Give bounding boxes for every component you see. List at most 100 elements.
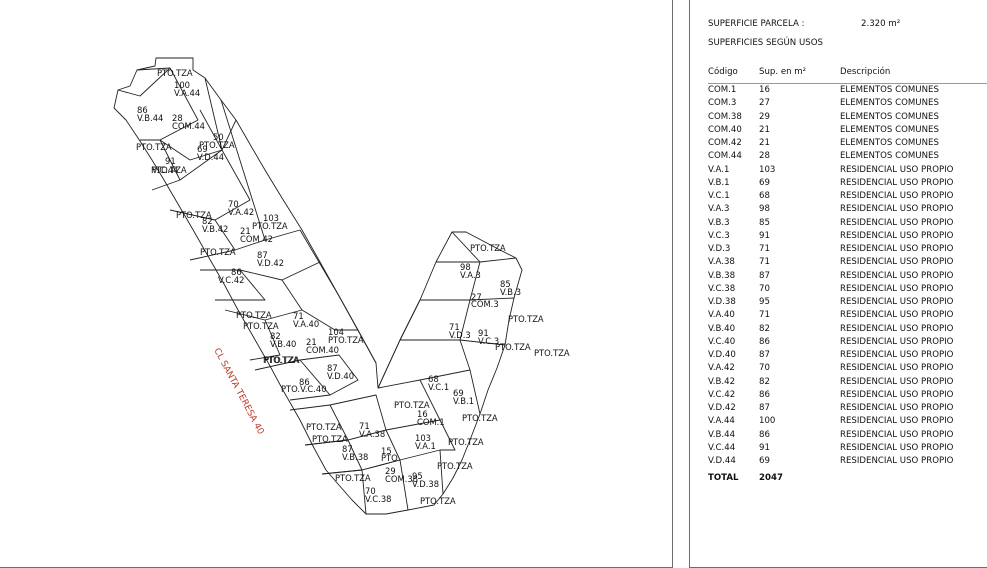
row-code: V.D.42 <box>708 403 736 413</box>
table-row: V.A.3 98 RESIDENCIAL USO PROPIO <box>690 204 987 217</box>
row-code: COM.3 <box>708 98 737 109</box>
unit-label: PTO.TZA <box>151 165 187 175</box>
table-row: COM.3 27 ELEMENTOS COMUNES <box>690 98 987 111</box>
unit-label: V.C.44 <box>152 165 178 175</box>
row-surface: 27 <box>759 98 770 109</box>
row-surface: 86 <box>759 429 770 440</box>
row-code: V.D.3 <box>708 244 731 254</box>
unit-label: 98 <box>460 262 471 272</box>
unit-label: PTO.TZA <box>394 400 430 410</box>
column-header-code: Código <box>708 67 738 77</box>
row-surface: 103 <box>759 164 776 175</box>
row-code: V.B.38 <box>708 270 736 281</box>
row-description: RESIDENCIAL USO PROPIO <box>840 204 954 215</box>
unit-label: COM.44 <box>172 121 205 131</box>
row-description: ELEMENTOS COMUNES <box>840 85 939 95</box>
unit-label: PTO.TZA <box>176 210 212 220</box>
row-description: RESIDENCIAL USO PROPIO <box>840 297 954 307</box>
row-surface: 70 <box>759 283 770 294</box>
row-code: V.A.44 <box>708 416 735 427</box>
unit-label: PTO.TZA <box>264 355 300 365</box>
unit-label: PTO.TZA <box>236 310 272 320</box>
unit-label: V.A.40 <box>293 319 319 329</box>
row-description: RESIDENCIAL USO PROPIO <box>840 350 954 360</box>
row-surface: 29 <box>759 111 770 122</box>
unit-label: 71 <box>449 322 460 332</box>
unit-label: PTO.TZA <box>252 221 288 231</box>
row-description: RESIDENCIAL USO PROPIO <box>840 442 954 453</box>
row-code: V.D.44 <box>708 456 736 466</box>
unit-label: PTO.TZA <box>335 473 371 483</box>
row-description: ELEMENTOS COMUNES <box>840 98 939 109</box>
unit-label: V.B.40 <box>270 339 296 349</box>
unit-label: 100 <box>174 80 190 90</box>
unit-label: 82 <box>202 216 213 226</box>
unit-label: V.C.38 <box>365 494 391 504</box>
table-row: COM.44 28 ELEMENTOS COMUNES <box>690 151 987 164</box>
row-code: V.D.38 <box>708 297 736 307</box>
row-description: RESIDENCIAL USO PROPIO <box>840 283 954 294</box>
row-surface: 28 <box>759 151 770 162</box>
row-code: V.A.3 <box>708 204 730 215</box>
row-code: V.A.1 <box>708 164 730 175</box>
unit-label: 21 <box>240 226 251 236</box>
row-code: COM.44 <box>708 151 742 162</box>
row-description: ELEMENTOS COMUNES <box>840 111 939 122</box>
row-code: V.C.3 <box>708 230 730 241</box>
row-description: RESIDENCIAL USO PROPIO <box>840 323 954 334</box>
unit-label: PTO.TZA <box>470 243 506 253</box>
unit-label: 69 <box>453 388 464 398</box>
row-code: V.B.3 <box>708 217 730 228</box>
uses-title: SUPERFICIES SEGÚN USOS <box>708 38 823 48</box>
row-code: V.C.1 <box>708 191 730 201</box>
table-row: V.B.1 69 RESIDENCIAL USO PROPIO <box>690 178 987 191</box>
unit-label: PTO.TZA <box>263 355 299 365</box>
total-label: TOTAL <box>708 473 739 483</box>
unit-label: 70 <box>228 199 239 209</box>
row-code: COM.1 <box>708 85 737 95</box>
unit-label: V.A.1 <box>415 441 436 451</box>
unit-label: 21 <box>306 337 317 347</box>
row-code: V.B.1 <box>708 177 730 188</box>
row-description: ELEMENTOS COMUNES <box>840 138 939 148</box>
unit-label: V.C.42 <box>218 275 244 285</box>
unit-label: COM.3 <box>471 299 499 309</box>
unit-label: 29 <box>385 466 396 476</box>
unit-label: V.A.44 <box>174 88 200 98</box>
row-surface: 87 <box>759 350 770 360</box>
row-code: V.C.38 <box>708 283 736 294</box>
unit-label: PTO.TZA <box>534 348 570 358</box>
row-surface: 69 <box>759 177 770 188</box>
unit-label: V.B.38 <box>342 452 368 462</box>
unit-label: 70 <box>365 486 376 496</box>
row-code: V.B.42 <box>708 376 736 387</box>
unit-label: PTO <box>381 453 398 463</box>
parcel-value: 2.320 m² <box>861 19 901 29</box>
unit-label: 103 <box>263 213 279 223</box>
row-description: ELEMENTOS COMUNES <box>840 151 939 162</box>
row-description: RESIDENCIAL USO PROPIO <box>840 177 954 188</box>
unit-label: PTO.TZA <box>199 140 235 150</box>
row-description: RESIDENCIAL USO PROPIO <box>840 363 954 374</box>
unit-label: PTO.TZA <box>328 335 364 345</box>
row-code: V.C.40 <box>708 336 736 347</box>
unit-label: PTO.TZA <box>462 413 498 423</box>
row-surface: 100 <box>759 416 776 427</box>
row-surface: 98 <box>759 204 770 215</box>
unit-label: PTO.TZA <box>508 314 544 324</box>
